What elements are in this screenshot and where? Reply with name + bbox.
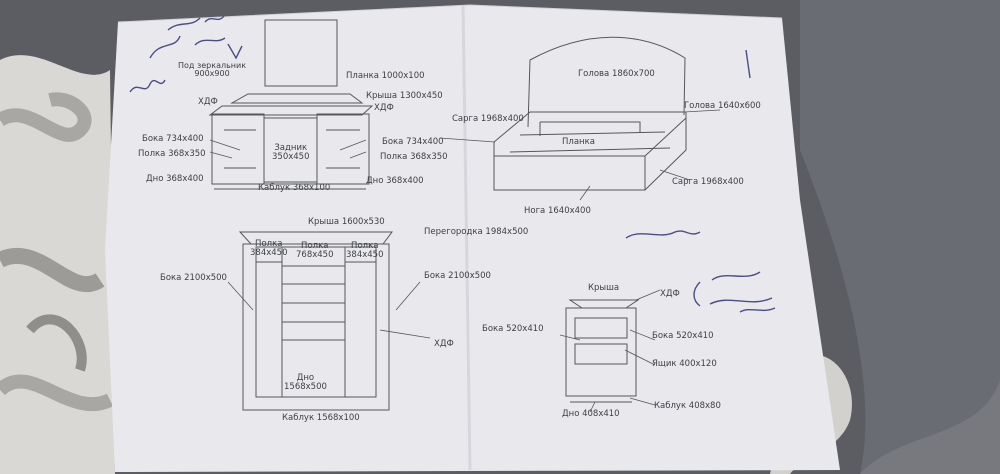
- wardrobe-bottom-label: Дно 1568x500: [284, 373, 327, 392]
- vanity-mirror-label: Под зеркальник 900x900: [178, 61, 247, 78]
- vanity-roof-label: Крыша 1300x450: [366, 91, 443, 101]
- wardrobe-partition-label: Перегородка 1984x500: [424, 227, 529, 237]
- pen-notes: [129, 15, 776, 313]
- vanity-shelf-right-label: Полка 368x350: [380, 152, 448, 162]
- vanity-bottom-right-label: Дно 368x400: [366, 176, 424, 186]
- vanity-side-left-label: Бока 734x400: [142, 134, 204, 144]
- nightstand-plinth-label: Каблук 408x80: [654, 401, 721, 411]
- bed-head-foot-label: Голова 1640x600: [684, 101, 761, 111]
- nightstand-hdf-label: ХДФ: [660, 289, 680, 299]
- wardrobe-shelf-3-label: Полка 384x450: [346, 241, 384, 260]
- bed-slat-label: Планка: [562, 137, 595, 147]
- vanity-plinth-label: Каблук 368x100: [258, 183, 331, 193]
- wardrobe-shelf-2-label: Полка 768x450: [296, 241, 334, 260]
- nightstand-roof-label: Крыша: [588, 283, 620, 293]
- vanity-hdf-right-label: ХДФ: [374, 103, 394, 113]
- wardrobe-roof-label: Крыша 1600x530: [308, 217, 385, 227]
- vanity-side-right-label: Бока 734x400: [382, 137, 444, 147]
- wardrobe-side-left-label: Бока 2100x500: [160, 273, 227, 283]
- nightstand-drawer-label: Ящик 400x120: [652, 359, 717, 369]
- bed-foot-label: Нога 1640x400: [524, 206, 591, 216]
- wardrobe-drawing: [238, 231, 393, 411]
- vanity-hdf-left-label: ХДФ: [198, 97, 218, 107]
- bed-drawing: [493, 36, 687, 191]
- bed-head-label: Голова 1860x700: [578, 69, 655, 79]
- wardrobe-hdf-label: ХДФ: [434, 339, 454, 349]
- vanity-top-strip-label: Планка 1000x100: [346, 71, 425, 81]
- nightstand-side-left-label: Бока 520x410: [482, 324, 544, 334]
- vanity-shelf-left-label: Полка 368x350: [138, 149, 206, 159]
- leader-lines: [209, 109, 721, 413]
- nightstand-bottom-label: Дно 408x410: [562, 409, 620, 419]
- wardrobe-side-right-label: Бока 2100x500: [424, 271, 491, 281]
- nightstand-side-right-label: Бока 520x410: [652, 331, 714, 341]
- paper-sheet: [105, 4, 840, 472]
- wardrobe-plinth-label: Каблук 1568x100: [282, 413, 360, 423]
- wardrobe-shelf-1-label: Полка 384x450: [250, 239, 288, 258]
- vanity-bottom-left-label: Дно 368x400: [146, 174, 204, 184]
- vanity-back-label: Задник 350x450: [272, 143, 310, 162]
- nightstand-drawing: [565, 299, 640, 403]
- bed-rail-left-label: Сарга 1968x400: [452, 114, 524, 124]
- bed-rail-right-label: Сарга 1968x400: [672, 177, 744, 187]
- vanity-drawing: [208, 19, 374, 190]
